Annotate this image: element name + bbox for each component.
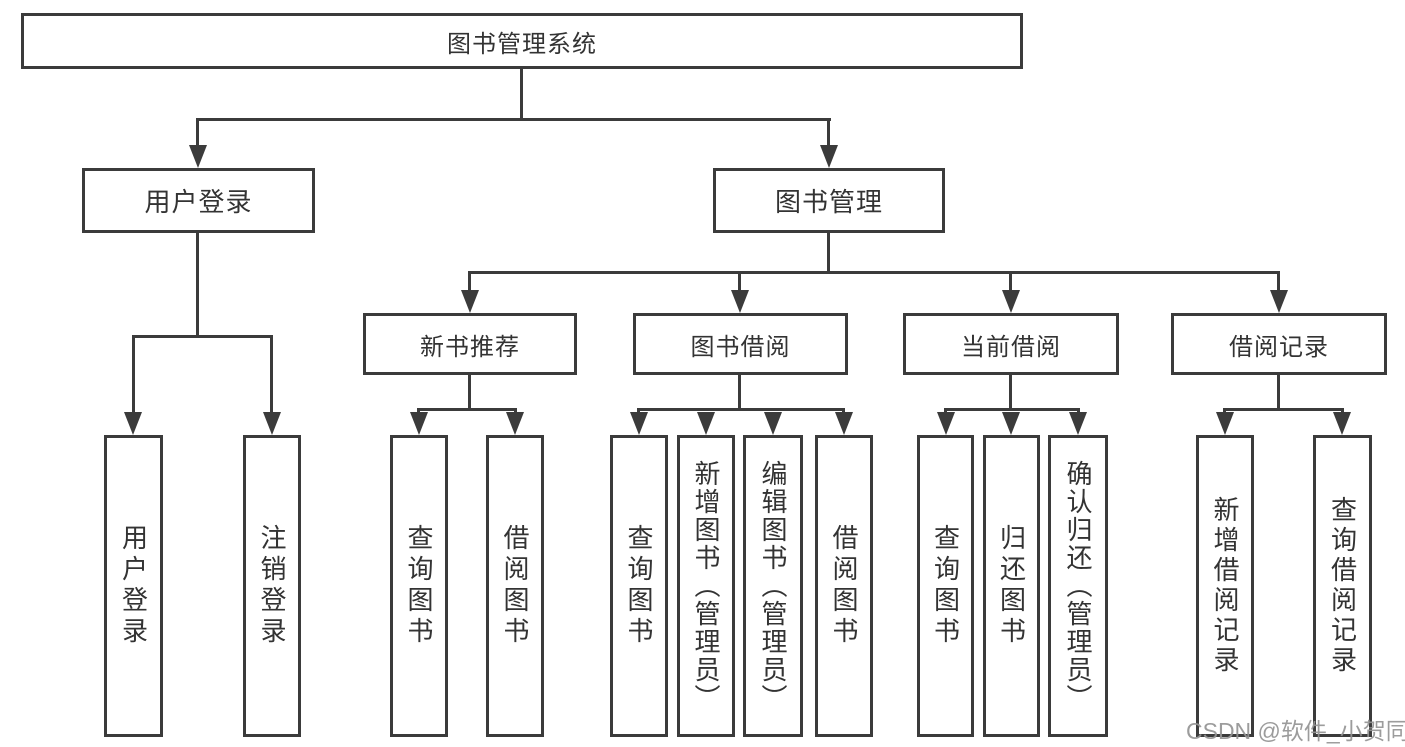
connector-line <box>468 271 1280 274</box>
connector-line <box>196 233 199 336</box>
node-return-books: 归还图书 <box>983 435 1040 737</box>
connector-line <box>270 335 273 414</box>
arrow-down-icon <box>1002 290 1020 313</box>
arrow-down-icon <box>506 412 524 435</box>
arrow-down-icon <box>189 145 207 168</box>
node-library-management-system: 图书管理系统 <box>21 13 1023 69</box>
arrow-down-icon <box>461 290 479 313</box>
arrow-down-icon <box>937 412 955 435</box>
arrow-down-icon <box>410 412 428 435</box>
node-query-books-borrow: 查询图书 <box>610 435 668 737</box>
connector-line <box>1223 408 1344 411</box>
arrow-down-icon <box>1002 412 1020 435</box>
connector-line <box>738 271 741 293</box>
arrow-down-icon <box>630 412 648 435</box>
node-current-borrowing: 当前借阅 <box>903 313 1119 375</box>
node-add-borrow-record: 新增借阅记录 <box>1196 435 1254 737</box>
arrow-down-icon <box>1333 412 1351 435</box>
arrow-down-icon <box>1069 412 1087 435</box>
connector-line <box>417 408 517 411</box>
connector-line <box>468 375 471 411</box>
arrow-down-icon <box>697 412 715 435</box>
arrow-down-icon <box>263 412 281 435</box>
arrow-down-icon <box>820 145 838 168</box>
node-new-book-recommend: 新书推荐 <box>363 313 577 375</box>
arrow-down-icon <box>1270 290 1288 313</box>
node-logout: 注销登录 <box>243 435 301 737</box>
connector-line <box>132 335 273 338</box>
connector-line <box>1009 271 1012 293</box>
node-edit-books-admin: 编辑图书（管理员） <box>743 435 803 737</box>
node-confirm-return-admin: 确认归还（管理员） <box>1048 435 1108 737</box>
connector-line <box>197 118 831 121</box>
node-borrowing-records: 借阅记录 <box>1171 313 1387 375</box>
node-query-books-current: 查询图书 <box>917 435 974 737</box>
connector-line <box>827 118 830 150</box>
connector-line <box>738 375 741 411</box>
connector-line <box>637 408 845 411</box>
node-query-borrow-record: 查询借阅记录 <box>1313 435 1372 737</box>
csdn-watermark: CSDN @软件_小贺同学 <box>1186 718 1405 744</box>
connector-line <box>1009 375 1012 411</box>
node-add-books-admin: 新增图书（管理员） <box>677 435 735 737</box>
node-book-management: 图书管理 <box>713 168 945 233</box>
connector-line <box>520 66 523 120</box>
arrow-down-icon <box>731 290 749 313</box>
arrow-down-icon <box>835 412 853 435</box>
arrow-down-icon <box>124 412 142 435</box>
node-borrow-books-recommend: 借阅图书 <box>486 435 544 737</box>
node-user-login-action: 用户登录 <box>104 435 163 737</box>
connector-line <box>132 335 135 414</box>
connector-line <box>1277 375 1280 411</box>
node-query-books-recommend: 查询图书 <box>390 435 448 737</box>
connector-line <box>196 118 199 150</box>
node-book-borrowing: 图书借阅 <box>633 313 848 375</box>
connector-line <box>827 233 830 273</box>
node-user-login: 用户登录 <box>82 168 315 233</box>
arrow-down-icon <box>1216 412 1234 435</box>
connector-line <box>1277 271 1280 293</box>
connector-line <box>944 408 1080 411</box>
arrow-down-icon <box>764 412 782 435</box>
connector-line <box>468 271 471 293</box>
node-borrow-books: 借阅图书 <box>815 435 873 737</box>
